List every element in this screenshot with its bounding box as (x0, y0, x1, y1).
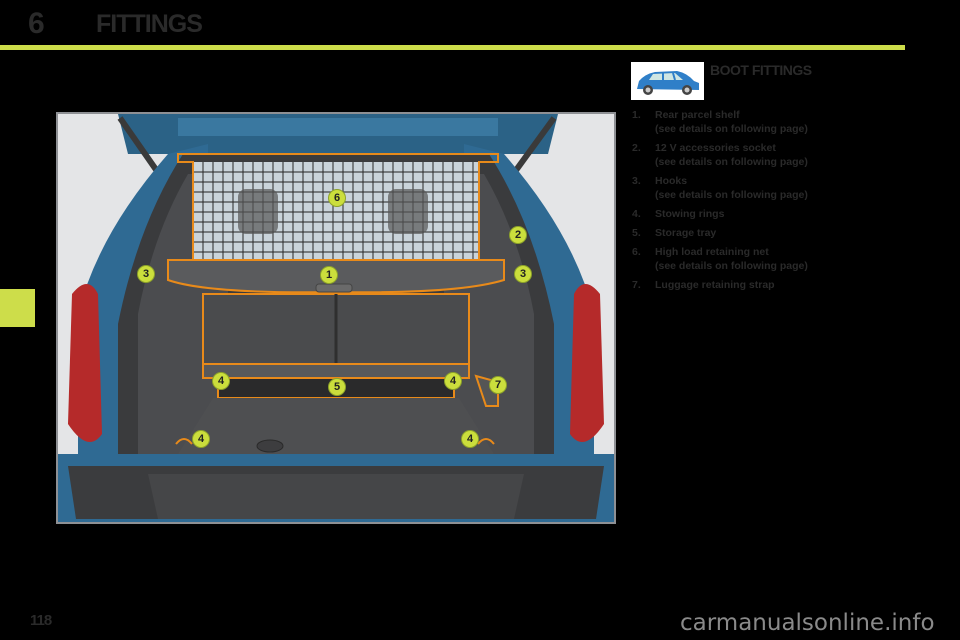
page-number: 118 (30, 612, 52, 629)
legend-item: 5. Storage tray (632, 226, 892, 240)
legend-label: Storage tray (655, 227, 717, 239)
legend-item: 4. Stowing rings (632, 207, 892, 221)
callout-5: 5 (328, 378, 346, 396)
legend-item: 3. Hooks (see details on following page) (632, 174, 892, 202)
legend-item: 1. Rear parcel shelf (see details on foll… (632, 108, 892, 136)
callout-4-floor-left: 4 (192, 430, 210, 448)
legend-number: 6. (632, 246, 641, 258)
legend-note: (see details on following page) (655, 156, 808, 168)
callout-4-floor-right: 4 (461, 430, 479, 448)
chapter-side-tab (0, 289, 35, 327)
legend-item: 7. Luggage retaining strap (632, 278, 892, 292)
legend-item: 6. High load retaining net (see details o… (632, 245, 892, 273)
legend-list: 1. Rear parcel shelf (see details on foll… (632, 108, 892, 297)
callout-2: 2 (509, 226, 527, 244)
legend-label: High load retaining net (655, 246, 769, 258)
legend-label: Rear parcel shelf (655, 109, 740, 121)
callout-4-tray-left: 4 (212, 372, 230, 390)
legend-number: 7. (632, 279, 641, 291)
callout-3-right: 3 (514, 265, 532, 283)
legend-number: 2. (632, 142, 641, 154)
legend-note: (see details on following page) (655, 260, 808, 272)
legend-number: 4. (632, 208, 641, 220)
legend-item: 2. 12 V accessories socket (see details o… (632, 141, 892, 169)
legend-note: (see details on following page) (655, 189, 808, 201)
legend-note: (see details on following page) (655, 123, 808, 135)
callout-7: 7 (489, 376, 507, 394)
callout-6: 6 (328, 189, 346, 207)
boot-fittings-illustration: 1 2 3 3 4 4 5 6 4 4 7 (56, 112, 616, 524)
legend-number: 5. (632, 227, 641, 239)
chapter-number: 6 (28, 7, 45, 40)
legend-label: Luggage retaining strap (655, 279, 775, 291)
watermark: carmanualsonline.info (680, 610, 935, 636)
legend-label: Hooks (655, 175, 688, 187)
legend-label: Stowing rings (655, 208, 725, 220)
callout-4-tray-right: 4 (444, 372, 462, 390)
car-boot-drawing (58, 114, 614, 522)
chapter-title: FITTINGS (96, 10, 203, 38)
legend-number: 1. (632, 109, 641, 121)
callout-1: 1 (320, 266, 338, 284)
section-title: BOOT FITTINGS (710, 62, 812, 78)
callout-3-left: 3 (137, 265, 155, 283)
car-thumbnail-icon (631, 62, 704, 100)
legend-number: 3. (632, 175, 641, 187)
header-rule (0, 45, 905, 50)
legend-label: 12 V accessories socket (655, 142, 776, 154)
